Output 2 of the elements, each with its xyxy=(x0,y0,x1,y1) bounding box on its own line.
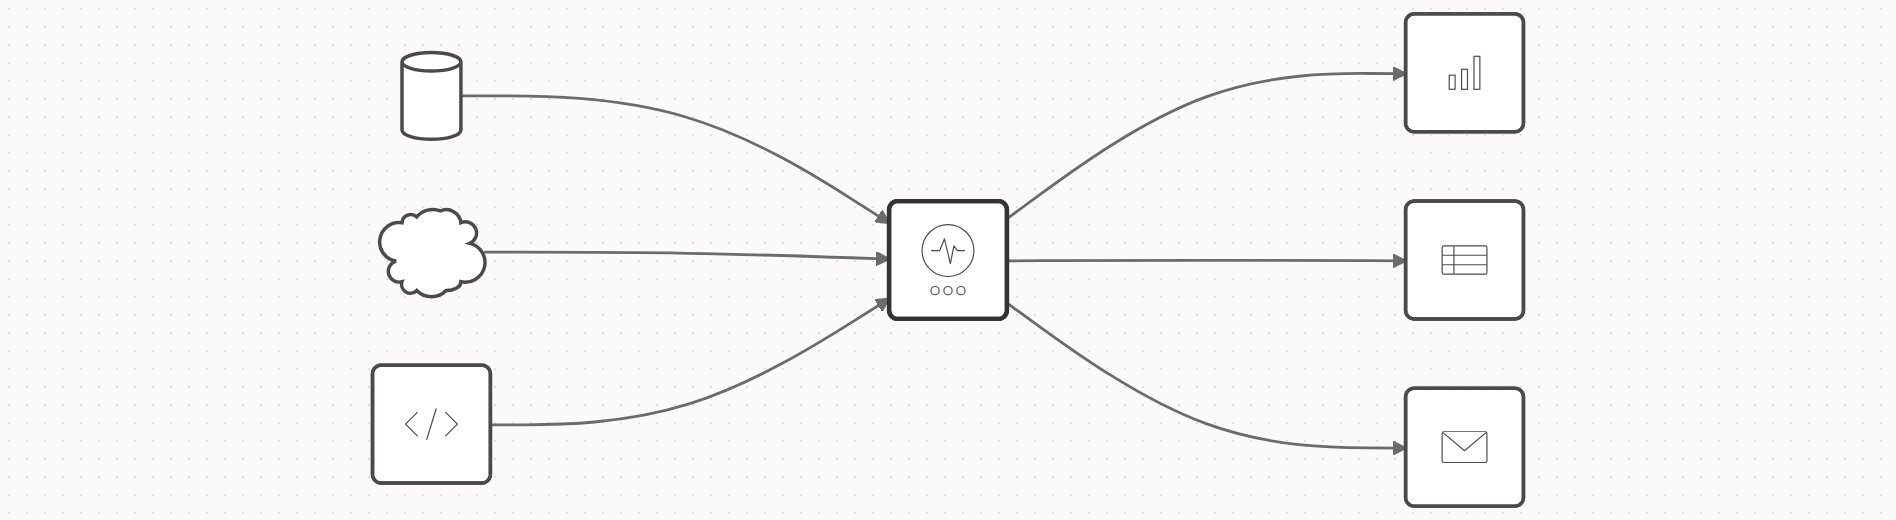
node-cylinder xyxy=(400,50,463,141)
node-cloud xyxy=(377,207,487,299)
